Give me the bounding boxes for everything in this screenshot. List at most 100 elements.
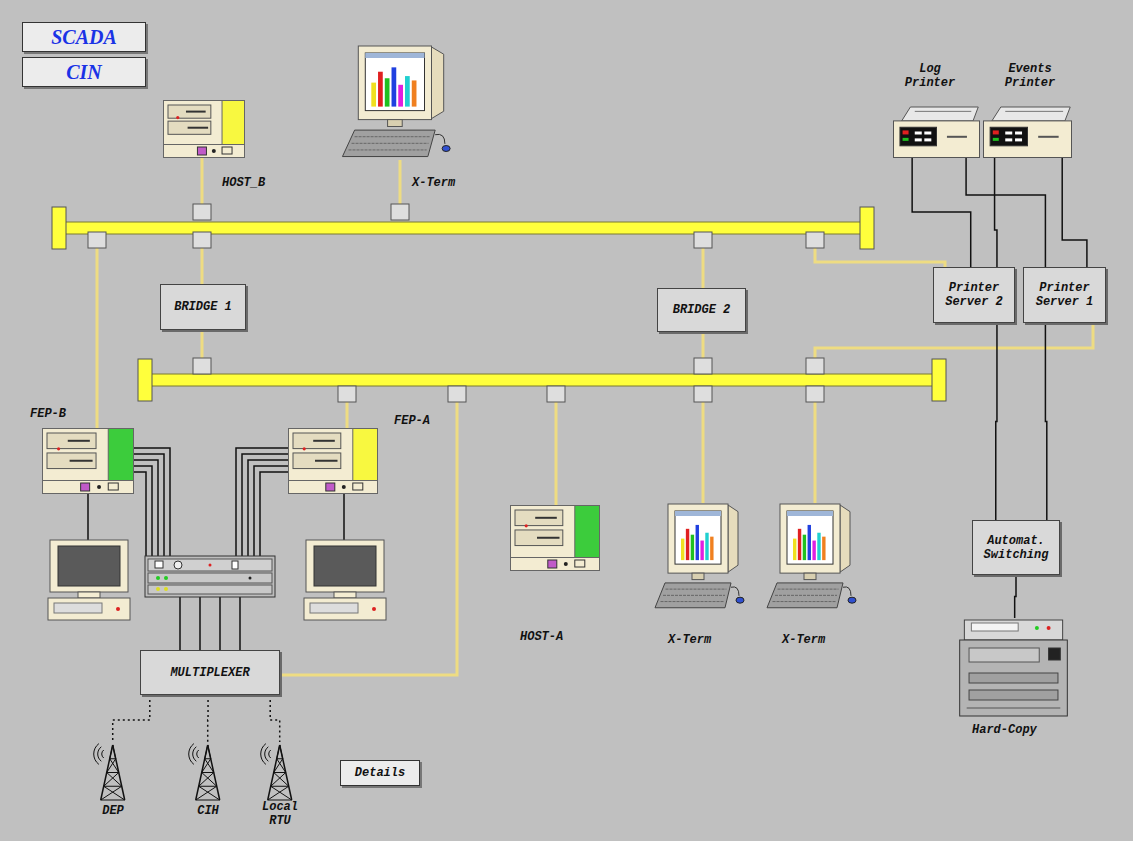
- x-terminal-icon-part: [848, 597, 856, 603]
- modem-rack-part: [174, 561, 182, 569]
- host-server-icon-part: [511, 558, 600, 571]
- console-monitor-a-part: [304, 598, 386, 620]
- hardcopy-unit-icon-part: [1049, 648, 1061, 660]
- log-printer-icon-part: [903, 130, 909, 134]
- x-terminal-icon-part: [736, 597, 744, 603]
- front-end-server-icon-part: [43, 481, 134, 494]
- log-printer: Log Printer: [893, 105, 980, 158]
- radio-tower-icon-part: [107, 772, 119, 773]
- hardcopy-unit: Hard-Copy: [955, 618, 1072, 718]
- serial-lines-part: [179, 597, 181, 650]
- bus-taps-part: [547, 386, 565, 402]
- x-terminal-icon-part: [778, 589, 839, 590]
- radio-tower-icon-part: [94, 744, 99, 765]
- x-terminal-icon-part: [666, 589, 727, 590]
- modem-rack-part: [145, 556, 275, 597]
- radio-link: [270, 695, 280, 742]
- host-server: HOST_B: [163, 100, 245, 158]
- front-end-server-icon-part: [326, 483, 335, 491]
- hardcopy-unit-icon-part: [971, 623, 1018, 631]
- node-label: SCADA: [51, 26, 117, 48]
- serial-lines-part: [134, 454, 164, 556]
- bridge-box: BRIDGE 1: [160, 284, 246, 330]
- serial-lines-part: [236, 448, 288, 556]
- device-label: Hard-Copy: [972, 723, 1062, 737]
- front-end-server-icon: [42, 428, 134, 494]
- lan-drop-lines-part: [555, 400, 558, 505]
- x-terminal-icon-part: [378, 72, 383, 107]
- cable-connector: [996, 323, 997, 520]
- host-server-icon-part: [537, 537, 560, 539]
- events-printer-icon-part: [993, 138, 999, 141]
- bus-taps: [88, 204, 824, 402]
- x-terminal-icon-part: [773, 601, 836, 602]
- x-terminal-icon-part: [661, 601, 724, 602]
- x-terminal-icon-part: [365, 53, 424, 58]
- x-terminal-icon-part: [775, 595, 837, 596]
- lan-drop-lines-part: [815, 246, 945, 267]
- radio-tower-icon-part: [189, 744, 194, 765]
- front-end-server-icon-part: [108, 429, 133, 481]
- x-terminal-icon-part: [843, 587, 851, 596]
- radio-tower-icon-part: [265, 747, 269, 761]
- x-terminal-icon-part: [358, 46, 431, 120]
- front-end-server-icon-part: [293, 453, 341, 469]
- x-terminal-icon-part: [675, 511, 721, 564]
- events-printer-icon-part: [1038, 136, 1058, 138]
- x-terminal-icon-part: [365, 53, 424, 111]
- host-server-icon-part: [222, 147, 232, 154]
- x-terminal-icon-part: [822, 537, 825, 560]
- modem-rack-part: [148, 573, 272, 583]
- front-end-server-icon-part: [47, 433, 96, 449]
- radio-tower-icon-part: [271, 773, 286, 787]
- log-printer-icon-part: [900, 127, 937, 146]
- serial-lines-part: [219, 597, 221, 650]
- radio-tower-icon-part: [205, 758, 211, 759]
- cable-connector: [912, 158, 971, 267]
- front-end-server-icon-part: [81, 483, 90, 491]
- radio-tower-icon-part: [277, 745, 280, 759]
- front-end-server-icon-part: [289, 429, 378, 481]
- device-label: CIH: [183, 804, 233, 818]
- bus-taps-part: [806, 386, 824, 402]
- serial-lines-part: [242, 454, 288, 556]
- front-end-server-icon-part: [315, 460, 338, 462]
- host-server-icon: [510, 505, 600, 571]
- modem-rack-part: [155, 561, 163, 568]
- front-end-server: FEP-A: [288, 428, 378, 494]
- log-printer-icon-part: [924, 132, 931, 135]
- radio-tower-icon-part: [196, 786, 217, 800]
- node-label: BRIDGE 1: [174, 300, 232, 314]
- host-server-icon-part: [548, 560, 557, 568]
- x-terminal-icon: [340, 45, 462, 160]
- device-label: HOST_B: [222, 176, 292, 190]
- log-printer-icon-part: [924, 138, 931, 141]
- hardcopy-unit-icon-part: [1047, 626, 1051, 630]
- radio-tower-icon-part: [104, 786, 125, 800]
- console-monitor-b-part: [50, 540, 128, 592]
- lan-bus-1-part: [860, 207, 874, 249]
- console-monitor-a-part: [310, 603, 358, 613]
- bus-taps-part: [193, 358, 211, 374]
- x-terminal-icon-part: [804, 573, 816, 579]
- front-end-server-icon: [288, 428, 378, 494]
- x-terminal-icon-part: [793, 539, 796, 561]
- x-terminal-icon-part: [371, 83, 376, 107]
- hardcopy-unit-icon-part: [964, 620, 1062, 640]
- console-monitor-b-part: [54, 603, 102, 613]
- hardcopy-unit-icon-part: [960, 640, 1068, 716]
- serial-lines-part: [134, 466, 152, 556]
- x-terminal-icon-part: [817, 533, 820, 560]
- x-terminal-icon-part: [705, 533, 708, 560]
- serial-lines-part: [248, 460, 288, 556]
- x-terminal-icon-part: [348, 149, 426, 150]
- hardcopy-unit-icon-part: [1035, 626, 1039, 630]
- hardcopy-unit-icon-part: [969, 690, 1058, 700]
- events-printer-icon-part: [1005, 132, 1012, 135]
- lan-drop-lines-part: [201, 158, 204, 206]
- x-terminal-icon-part: [668, 504, 728, 573]
- x-terminal-icon-part: [655, 583, 731, 608]
- radio-tower-icon-part: [113, 745, 116, 759]
- x-terminal-icon-part: [787, 511, 833, 564]
- lan-bus-2: [138, 359, 946, 401]
